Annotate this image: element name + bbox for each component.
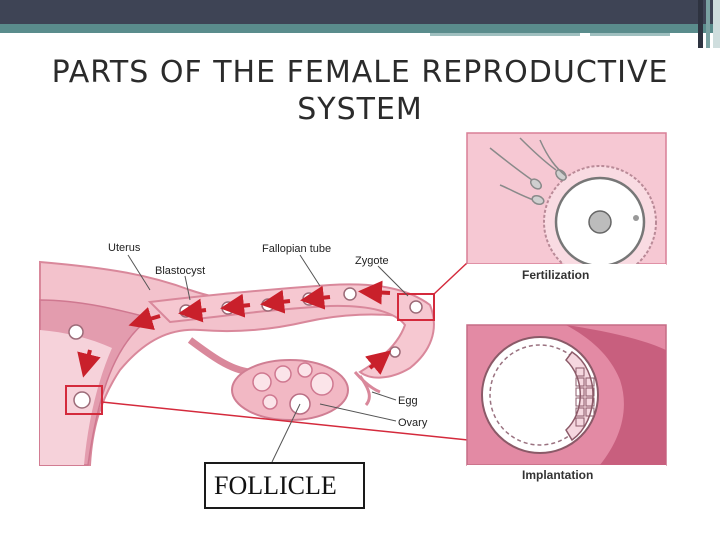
implantation-site-box — [65, 385, 103, 415]
migration-arrows — [77, 280, 392, 378]
fertilization-inset: Fertilization — [466, 132, 667, 286]
accent-stripe — [590, 33, 670, 36]
fertilization-site-box — [397, 293, 435, 321]
title-line-1: PARTS OF THE FEMALE REPRODUCTIVE — [51, 55, 669, 90]
label-blastocyst: Blastocyst — [155, 265, 205, 277]
fertilization-callout-line — [433, 261, 469, 295]
sperm-cells — [489, 137, 567, 206]
fimbriae — [353, 371, 381, 406]
trophoblast-cells — [575, 367, 595, 427]
slide-title: PARTS OF THE FEMALE REPRODUCTIVE SYSTEM — [40, 54, 680, 128]
label-fallopian-tube: Fallopian tube — [262, 243, 331, 255]
label-leaders — [127, 254, 409, 463]
edge-decoration — [698, 0, 720, 48]
anatomy-panel: Uterus Blastocyst Fallopian tube Zygote … — [39, 242, 469, 466]
implantation-callout-line — [101, 401, 469, 441]
follicle-callout: FOLLICLE — [204, 462, 365, 509]
label-egg: Egg — [398, 395, 418, 407]
implantation-caption: Implantation — [522, 468, 593, 482]
fertilization-caption: Fertilization — [522, 268, 589, 282]
accent-stripe — [430, 33, 580, 36]
accent-band — [0, 24, 720, 33]
label-ovary: Ovary — [398, 417, 428, 429]
title-bar — [0, 0, 720, 24]
label-zygote: Zygote — [355, 255, 389, 267]
endometrium — [566, 325, 666, 465]
label-uterus: Uterus — [108, 242, 141, 254]
egg-nucleus — [588, 210, 612, 234]
title-line-2: SYSTEM — [297, 92, 423, 127]
implantation-inset: Implantation — [466, 324, 667, 485]
